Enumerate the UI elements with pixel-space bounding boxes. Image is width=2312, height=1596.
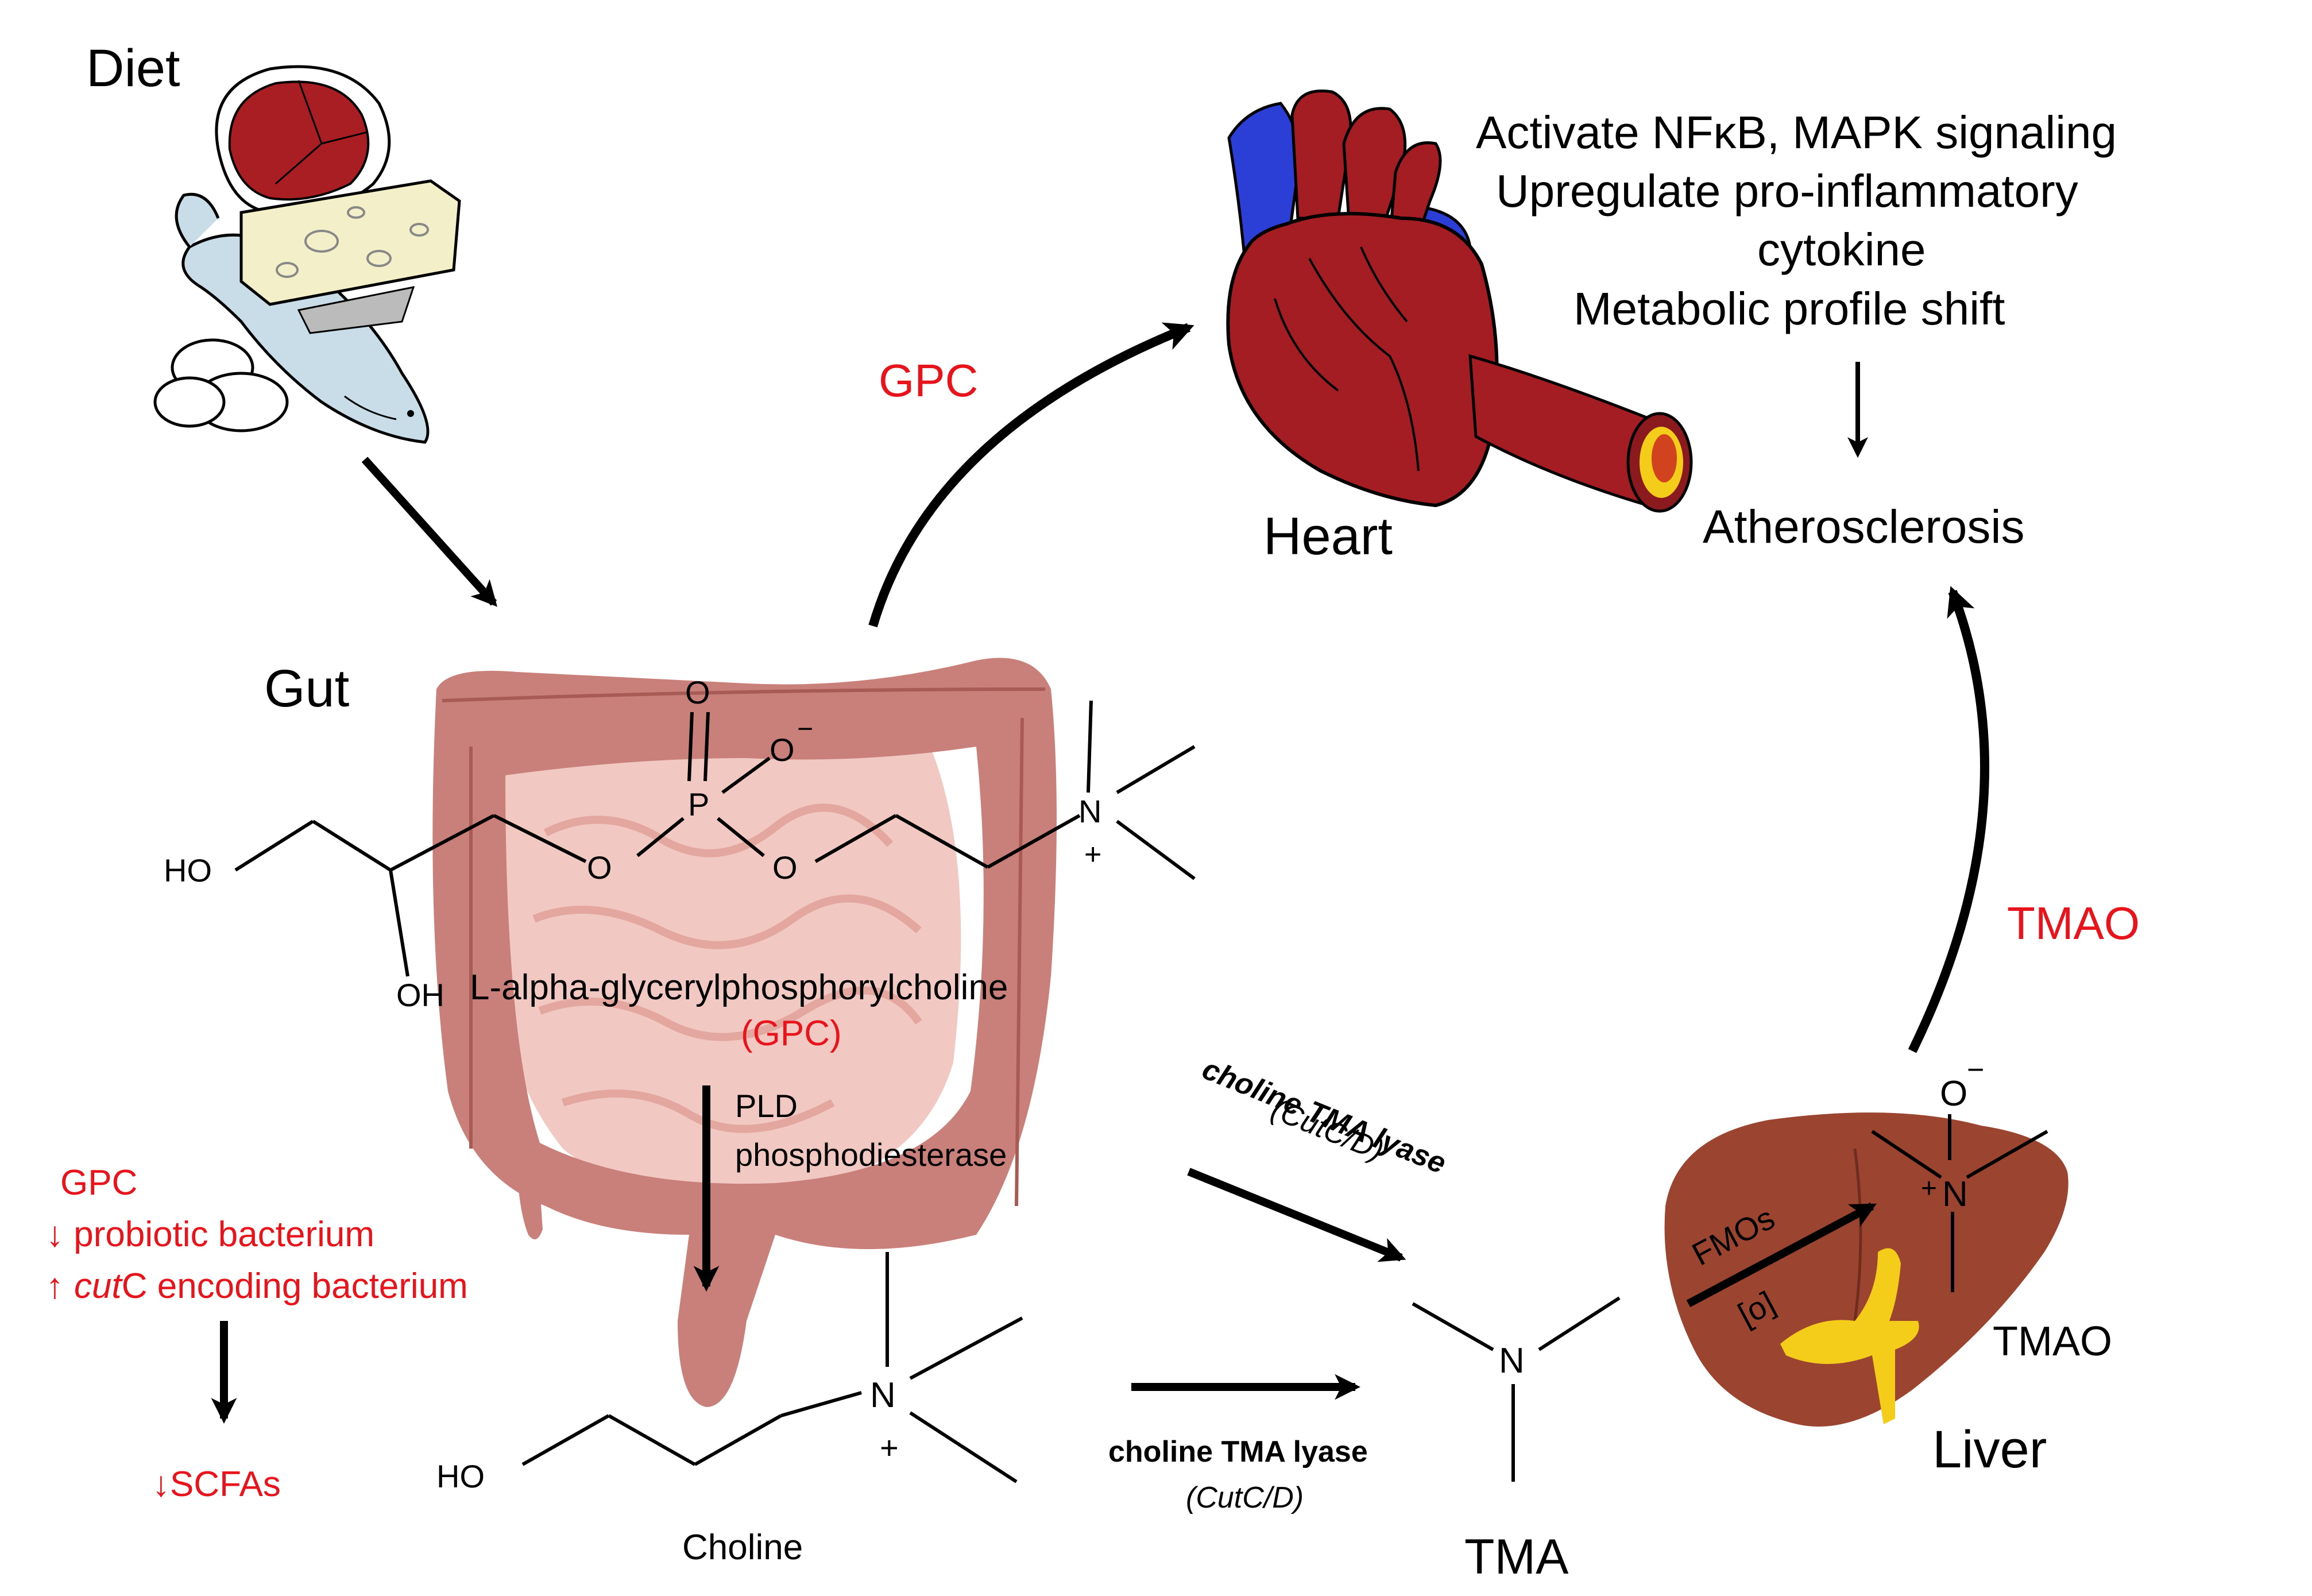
choline-atom-n: N xyxy=(870,1375,896,1415)
tmao-arrow-label: TMAO xyxy=(2007,898,2140,949)
phosphodiesterase-label: phosphodiesterase xyxy=(735,1137,1007,1173)
upper-lyase-arrow xyxy=(1187,1168,1406,1262)
tmao-atom-o: O xyxy=(1940,1074,1967,1114)
gpc-atom-oh: OH xyxy=(396,977,444,1013)
heart-illustration xyxy=(1226,89,1693,513)
gpc-structure xyxy=(234,700,1196,977)
choline-structure xyxy=(521,1252,1023,1483)
lower-lyase-label-2: (CutC/D) xyxy=(1186,1481,1304,1514)
liver-to-atherosclerosis-arrow xyxy=(1908,586,1989,1053)
side-effect-scfa: ↓SCFAs xyxy=(152,1464,281,1504)
gpc-atom-o-minus: O xyxy=(770,732,795,768)
tmao-structure xyxy=(1871,1114,2048,1292)
liver-label: Liver xyxy=(1932,1420,2047,1479)
gpc-atom-p: P xyxy=(688,786,709,822)
tmao-charge-plus: + xyxy=(1921,1173,1937,1204)
gpc-charge-minus: − xyxy=(797,714,813,744)
choline-charge-plus: + xyxy=(880,1429,899,1466)
atherosclerosis-label: Atherosclerosis xyxy=(1703,501,2025,553)
tmao-atom-n: N xyxy=(1942,1174,1968,1214)
tma-structure xyxy=(1412,1296,1621,1482)
choline-label: Choline xyxy=(682,1528,803,1567)
gpc-atom-o2: O xyxy=(772,849,798,886)
tma-atom-n: N xyxy=(1499,1341,1525,1381)
gpc-charge-plus: + xyxy=(1084,838,1101,871)
effect-line-1: Activate NFκB, MAPK signaling xyxy=(1476,107,2117,158)
diet-food-illustration xyxy=(153,65,461,444)
heart-label: Heart xyxy=(1263,507,1393,566)
gpc-atom-o1: O xyxy=(587,849,612,886)
liver-illustration xyxy=(1664,1112,2069,1427)
choline-atom-ho: HO xyxy=(436,1458,485,1494)
effect-line-3: cytokine xyxy=(1757,224,1926,275)
pld-label: PLD xyxy=(735,1088,798,1124)
effect-line-2: Upregulate pro-inflammatory xyxy=(1496,165,2078,217)
gpc-molecule-name: L-alpha-glycerylphosphorylcholine xyxy=(470,968,1008,1007)
fmo-arrow xyxy=(1686,1202,1877,1308)
side-effect-cutc: ↑cutC encoding bacterium xyxy=(46,1266,468,1306)
gpc-molecule-abbrev: (GPC) xyxy=(741,1014,842,1053)
diet-label: Diet xyxy=(86,39,180,98)
gpc-atom-n: N xyxy=(1078,793,1101,829)
diet-to-gut-arrow xyxy=(361,457,497,607)
tma-label: TMA xyxy=(1464,1529,1569,1585)
lower-lyase-label-1: choline TMA lyase xyxy=(1108,1435,1368,1469)
effect-line-4: Metabolic profile shift xyxy=(1573,283,2005,334)
side-effect-probiotic: ↓ probiotic bacterium xyxy=(46,1215,374,1254)
gpc-atom-o-top: O xyxy=(685,674,710,710)
gpc-atom-ho: HO xyxy=(164,852,212,888)
tmao-charge-minus: − xyxy=(1967,1053,1984,1087)
tmao-label: TMAO xyxy=(1993,1319,2112,1365)
gpc-to-heart-arrow xyxy=(868,322,1194,628)
gut-illustration xyxy=(432,658,1057,1407)
gut-label: Gut xyxy=(264,659,349,718)
gpc-arrow-label: GPC xyxy=(879,355,978,406)
side-effect-gpc: GPC xyxy=(60,1163,137,1203)
